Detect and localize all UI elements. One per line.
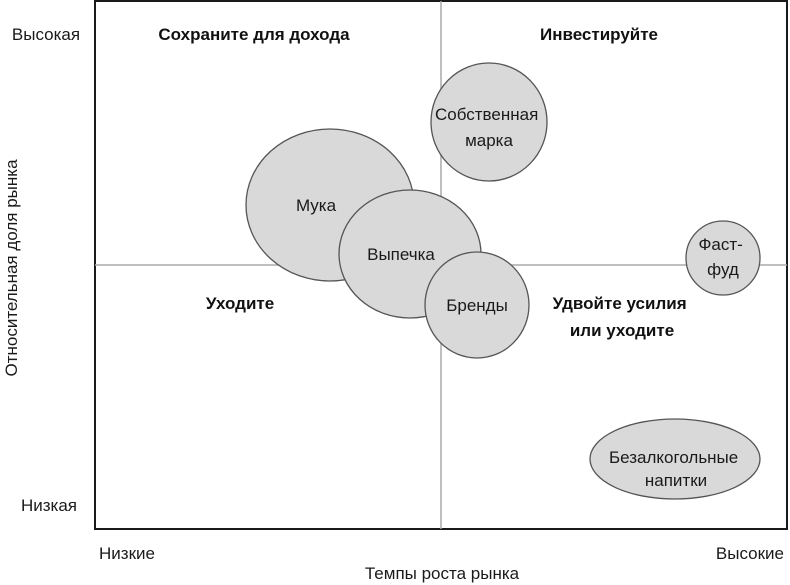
bubble-fast-fud-line-1: Фаст- bbox=[698, 235, 742, 254]
bubble-fast-fud: Фаст- фуд bbox=[685, 220, 761, 296]
quadrant-bottom-right-line-2: или уходите bbox=[570, 321, 674, 340]
quadrant-top-right-label: Инвестируйте bbox=[540, 25, 658, 44]
quadrant-top-left-label: Сохраните для дохода bbox=[158, 25, 350, 44]
bubble-bezalkogolnye-napitki-line-2: напитки bbox=[645, 471, 707, 490]
quadrant-top-right-line: Инвестируйте bbox=[540, 25, 658, 44]
bubble-sobstvennaya-marka: Собственная марка bbox=[430, 62, 548, 182]
bubble-bezalkogolnye-napitki: Безалкогольные напитки bbox=[589, 418, 761, 500]
quadrant-top-left-line: Сохраните для дохода bbox=[158, 25, 350, 44]
y-axis-low-label: Низкая bbox=[21, 496, 77, 515]
quadrant-bottom-left-label: Уходите bbox=[206, 294, 274, 313]
bubble-muka-label: Мука bbox=[296, 196, 337, 215]
svg-text:Собственная марка: Собственная марка bbox=[435, 105, 543, 150]
bubble-brendy-label: Бренды bbox=[446, 296, 508, 315]
quadrant-bottom-right-line-1: Удвойте усилия bbox=[553, 294, 687, 313]
x-axis-title: Темпы роста рынка bbox=[365, 564, 520, 583]
quadrant-bottom-right-label: Удвойте усилия или уходите bbox=[553, 294, 692, 340]
bubble-brendy: Бренды bbox=[424, 251, 530, 359]
bubble-sobstvennaya-marka-line-1: Собственная bbox=[435, 105, 538, 124]
svg-text:Фаст- фуд: Фаст- фуд bbox=[698, 235, 747, 279]
x-axis-high-label: Высокие bbox=[716, 544, 784, 563]
svg-text:Мука: Мука bbox=[296, 196, 337, 215]
bubble-sobstvennaya-marka-line-2: марка bbox=[465, 131, 513, 150]
svg-text:Безалкогольные напитки: Безалкогольные напитки bbox=[609, 448, 743, 490]
bubble-bezalkogolnye-napitki-line-1: Безалкогольные bbox=[609, 448, 738, 467]
y-axis-high-label: Высокая bbox=[12, 25, 80, 44]
bubble-vypechka-label: Выпечка bbox=[367, 245, 435, 264]
svg-text:Выпечка: Выпечка bbox=[367, 245, 435, 264]
bubble-fast-fud-line-2: фуд bbox=[707, 260, 739, 279]
y-axis-title: Относительная доля рынка bbox=[2, 159, 21, 377]
quadrant-bottom-left-line: Уходите bbox=[206, 294, 274, 313]
svg-text:Бренды: Бренды bbox=[446, 296, 508, 315]
x-axis-low-label: Низкие bbox=[99, 544, 155, 563]
